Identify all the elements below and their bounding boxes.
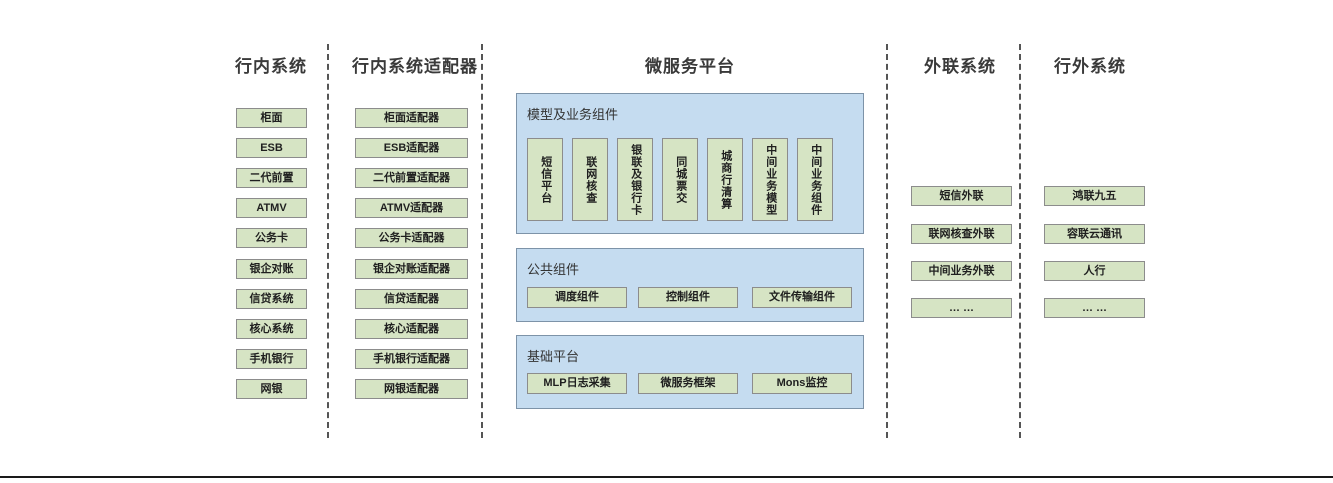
list-item[interactable]: 中间业务模型 bbox=[752, 138, 788, 221]
panel-base-platform bbox=[516, 335, 864, 409]
column-title-outside-bank-systems: 行外系统 bbox=[1054, 57, 1126, 76]
column-title-external-liaison-systems: 外联系统 bbox=[924, 57, 996, 76]
list-item-label: 同城票交 bbox=[674, 155, 687, 204]
list-item[interactable]: 短信平台 bbox=[527, 138, 563, 221]
list-item[interactable]: ATMV适配器 bbox=[355, 198, 468, 218]
panel-title-base-platform: 基础平台 bbox=[527, 349, 580, 364]
list-item-label: 城商行清算 bbox=[719, 149, 732, 210]
panel-title-public-components: 公共组件 bbox=[527, 262, 580, 277]
list-item[interactable]: 核心适配器 bbox=[355, 319, 468, 339]
column-title-in-bank-systems: 行内系统 bbox=[235, 57, 307, 76]
list-item[interactable]: 信贷适配器 bbox=[355, 289, 468, 309]
list-item[interactable]: 文件传输组件 bbox=[752, 287, 852, 308]
list-item-label: 中间业务模型 bbox=[764, 143, 777, 216]
column-title-microservice-platform: 微服务平台 bbox=[645, 57, 735, 76]
list-item[interactable]: 核心系统 bbox=[236, 319, 307, 339]
divider-2 bbox=[481, 44, 483, 438]
list-item[interactable]: 二代前置适配器 bbox=[355, 168, 468, 188]
panel-public-components bbox=[516, 248, 864, 322]
list-item[interactable]: 同城票交 bbox=[662, 138, 698, 221]
list-item[interactable]: 公务卡 bbox=[236, 228, 307, 248]
list-item[interactable]: 银企对账 bbox=[236, 259, 307, 279]
list-item[interactable]: 短信外联 bbox=[911, 186, 1012, 206]
list-item[interactable]: 信贷系统 bbox=[236, 289, 307, 309]
list-item[interactable]: 调度组件 bbox=[527, 287, 627, 308]
list-item-label: 中间业务组件 bbox=[809, 143, 822, 216]
bottom-divider bbox=[0, 476, 1333, 478]
list-item[interactable]: ESB适配器 bbox=[355, 138, 468, 158]
column-title-in-bank-adapters: 行内系统适配器 bbox=[352, 57, 478, 76]
list-item-label: 联网核查 bbox=[584, 155, 597, 204]
list-item[interactable]: Mons监控 bbox=[752, 373, 852, 394]
list-item[interactable]: 联网核查 bbox=[572, 138, 608, 221]
list-item[interactable]: 中间业务外联 bbox=[911, 261, 1012, 281]
list-item[interactable]: ESB bbox=[236, 138, 307, 158]
list-item[interactable]: 中间业务组件 bbox=[797, 138, 833, 221]
list-item[interactable]: 网银适配器 bbox=[355, 379, 468, 399]
list-item[interactable]: 人行 bbox=[1044, 261, 1145, 281]
list-item[interactable]: 联网核查外联 bbox=[911, 224, 1012, 244]
list-item[interactable]: 控制组件 bbox=[638, 287, 738, 308]
divider-4 bbox=[1019, 44, 1021, 438]
list-item[interactable]: 微服务框架 bbox=[638, 373, 738, 394]
list-item[interactable]: 银企对账适配器 bbox=[355, 259, 468, 279]
list-item[interactable]: 柜面适配器 bbox=[355, 108, 468, 128]
list-item[interactable]: 手机银行 bbox=[236, 349, 307, 369]
list-item[interactable]: 公务卡适配器 bbox=[355, 228, 468, 248]
list-item[interactable]: 容联云通讯 bbox=[1044, 224, 1145, 244]
list-item[interactable]: 鸿联九五 bbox=[1044, 186, 1145, 206]
list-item-label: 银联及银行卡 bbox=[629, 143, 642, 216]
list-item[interactable]: 手机银行适配器 bbox=[355, 349, 468, 369]
list-item[interactable]: 城商行清算 bbox=[707, 138, 743, 221]
list-item[interactable]: 柜面 bbox=[236, 108, 307, 128]
divider-1 bbox=[327, 44, 329, 438]
list-item-label: 短信平台 bbox=[539, 155, 552, 204]
list-item[interactable]: … … bbox=[911, 298, 1012, 318]
list-item[interactable]: ATMV bbox=[236, 198, 307, 218]
panel-title-model-business-components: 模型及业务组件 bbox=[527, 107, 619, 122]
list-item[interactable]: 银联及银行卡 bbox=[617, 138, 653, 221]
list-item[interactable]: 二代前置 bbox=[236, 168, 307, 188]
divider-3 bbox=[886, 44, 888, 438]
list-item[interactable]: MLP日志采集 bbox=[527, 373, 627, 394]
list-item[interactable]: … … bbox=[1044, 298, 1145, 318]
list-item[interactable]: 网银 bbox=[236, 379, 307, 399]
